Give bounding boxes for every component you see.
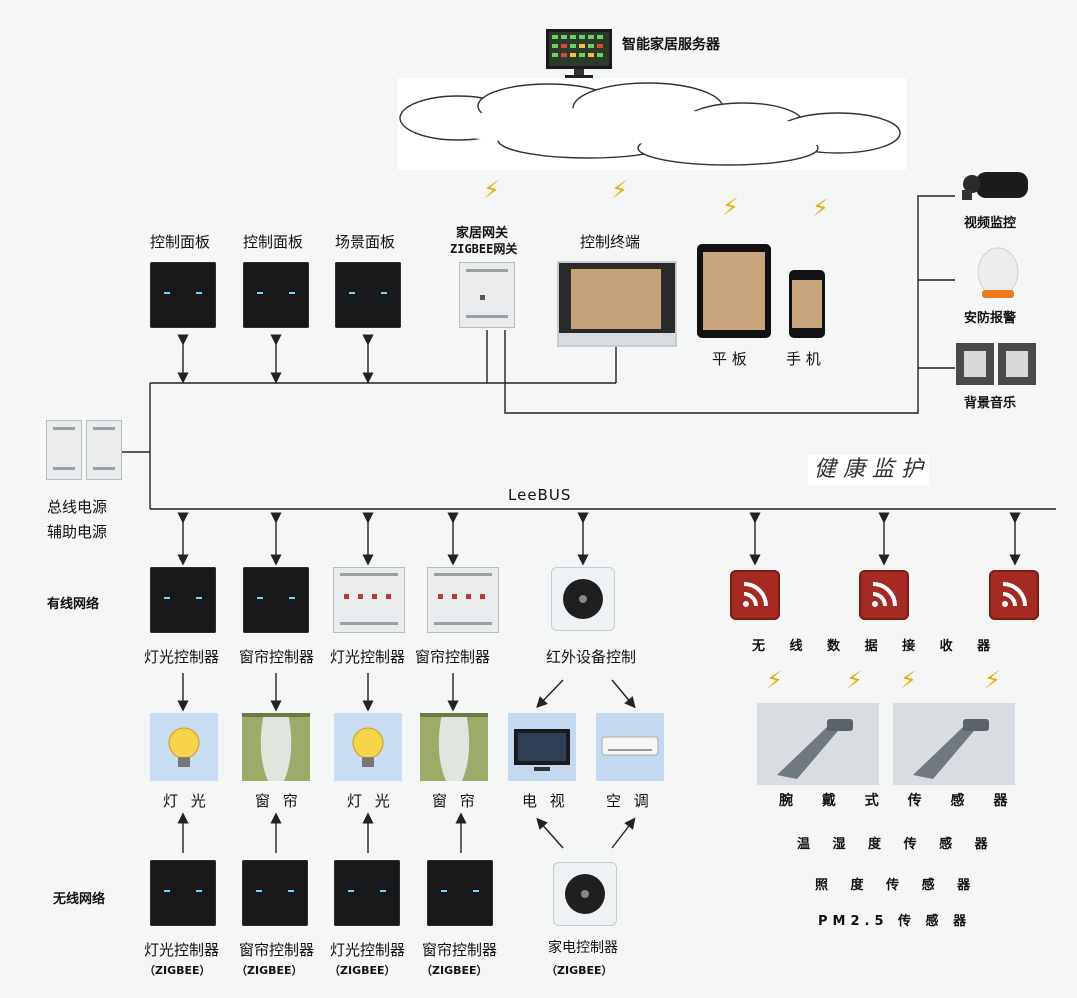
- air-conditioner-icon: [596, 713, 664, 781]
- device-label: 窗 帘: [255, 792, 302, 810]
- signal-bolt-icon: ⚡: [812, 194, 829, 222]
- tablet-label: 平 板: [712, 350, 747, 368]
- control-terminal: [557, 261, 677, 347]
- wireless-receiver-icon: [730, 570, 780, 620]
- gateway-label: 家居网关: [456, 226, 509, 241]
- phone-label: 手 机: [786, 350, 821, 368]
- alarm-icon: [976, 246, 1020, 302]
- wired-item-label: 灯光控制器: [144, 648, 220, 666]
- device-label: 窗 帘: [432, 792, 479, 810]
- aux-power-supply: [86, 420, 122, 480]
- phone-icon: [789, 270, 825, 338]
- power-label: 总线电源: [47, 498, 108, 516]
- light-controller-panel: [150, 567, 216, 633]
- sensor-label: PM2.5 传 感 器: [818, 914, 972, 929]
- cloud-icon: [398, 78, 906, 170]
- panel-label: 场景面板: [335, 233, 396, 251]
- wrist-label: 腕 戴 式 传 感 器: [779, 793, 1020, 809]
- device-label: 灯 光: [347, 792, 394, 810]
- zigbee-gateway: [459, 262, 515, 328]
- signal-bolt-icon: ⚡: [846, 666, 863, 694]
- curtain-controller-panel: [243, 567, 309, 633]
- zigbee-tag: （ZIGBEE）: [236, 964, 303, 977]
- signal-bolt-icon: ⚡: [984, 666, 1001, 694]
- wireless-item-label: 窗帘控制器: [422, 941, 498, 959]
- signal-bolt-icon: ⚡: [766, 666, 783, 694]
- signal-bolt-icon: ⚡: [483, 176, 500, 204]
- tv-icon: [508, 713, 576, 781]
- zigbee-light-controller: [150, 860, 216, 926]
- signal-bolt-icon: ⚡: [611, 176, 628, 204]
- tablet-icon: [697, 244, 771, 338]
- zigbee-light-controller: [334, 860, 400, 926]
- zigbee-tag: （ZIGBEE）: [329, 964, 396, 977]
- health-title: 健 康 监 护: [808, 455, 929, 485]
- signal-bolt-icon: ⚡: [722, 193, 739, 221]
- curtain-icon: [242, 713, 310, 781]
- server-label: 智能家居服务器: [622, 37, 720, 53]
- scene-panel: [335, 262, 401, 328]
- tv-label: 电 视: [522, 792, 569, 810]
- light-bulb-icon: [334, 713, 402, 781]
- control-panel: [243, 262, 309, 328]
- light-bulb-icon: [150, 713, 218, 781]
- gateway-zigbee-label: ZIGBEE网关: [450, 242, 518, 256]
- wrist-sensor-icon: [757, 703, 879, 785]
- terminal-label: 控制终端: [580, 233, 641, 251]
- control-panel: [150, 262, 216, 328]
- curtain-controller-module: [427, 567, 499, 633]
- ir-label: 红外设备控制: [546, 648, 637, 666]
- device-label: 灯 光: [163, 792, 210, 810]
- camera-icon: [962, 166, 1032, 202]
- ac-label: 空 调: [606, 792, 653, 810]
- bus-line: [120, 382, 1056, 510]
- zigbee-tag: （ZIGBEE）: [144, 964, 211, 977]
- sensor-label: 温 湿 度 传 感 器: [797, 837, 997, 852]
- wireless-title: 无线网络: [53, 892, 106, 907]
- alarm-label: 安防报警: [964, 311, 1017, 326]
- appliance-label: 家电控制器: [548, 940, 618, 956]
- wireless-item-label: 灯光控制器: [330, 941, 406, 959]
- wired-item-label: 窗帘控制器: [239, 648, 315, 666]
- ir-controller-icon: [551, 567, 615, 631]
- zigbee-curtain-controller: [427, 860, 493, 926]
- bus-power-supply: [46, 420, 82, 480]
- gateway-side-link: [504, 195, 955, 414]
- panel-label: 控制面板: [243, 233, 304, 251]
- video-label: 视频监控: [964, 216, 1017, 231]
- wireless-receiver-icon: [989, 570, 1039, 620]
- wireless-item-label: 窗帘控制器: [239, 941, 315, 959]
- curtain-icon: [420, 713, 488, 781]
- zigbee-tag: （ZIGBEE）: [546, 964, 613, 977]
- server-monitor-icon: [545, 28, 613, 80]
- light-controller-module: [333, 567, 405, 633]
- sensor-label: 照 度 传 感 器: [815, 878, 980, 893]
- panel-label: 控制面板: [150, 233, 211, 251]
- zigbee-curtain-controller: [242, 860, 308, 926]
- wired-item-label: 窗帘控制器: [415, 648, 491, 666]
- bus-name: LeeBUS: [508, 486, 572, 504]
- wireless-item-label: 灯光控制器: [144, 941, 220, 959]
- music-label: 背景音乐: [964, 396, 1017, 411]
- wired-item-label: 灯光控制器: [330, 648, 406, 666]
- power-label: 辅助电源: [47, 523, 108, 541]
- wired-title: 有线网络: [47, 597, 100, 612]
- wrist-sensor-icon: [893, 703, 1015, 785]
- music-panel-icon: [955, 342, 1037, 386]
- wireless-receiver-icon: [859, 570, 909, 620]
- signal-bolt-icon: ⚡: [900, 666, 917, 694]
- appliance-controller-icon: [553, 862, 617, 926]
- zigbee-tag: （ZIGBEE）: [421, 964, 488, 977]
- receiver-label: 无 线 数 据 接 收 器: [752, 639, 1001, 654]
